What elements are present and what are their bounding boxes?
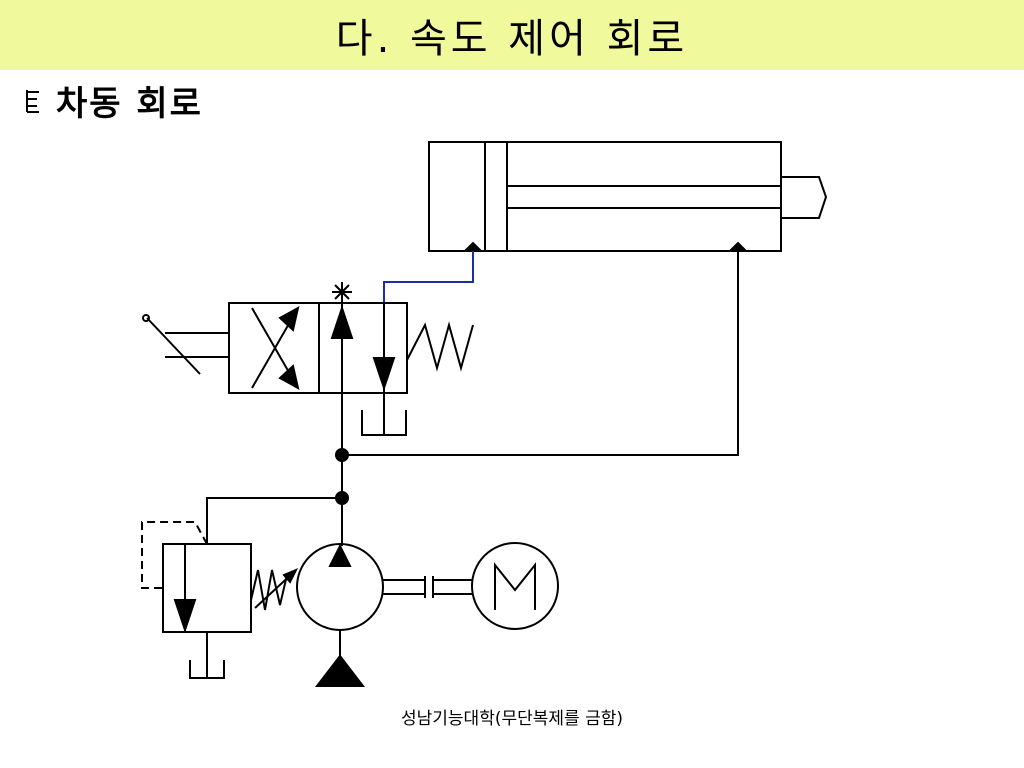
lever-actuator (142, 314, 229, 375)
electric-motor (471, 542, 559, 630)
directional-control-valve (228, 302, 408, 394)
bullet-icon (26, 89, 39, 113)
junction-dot (335, 448, 349, 462)
section-heading: 차동 회로 (24, 76, 203, 125)
title-bar: 다. 속도 제어 회로 (0, 0, 1024, 70)
port-plug-mark (332, 282, 352, 302)
pilot-line (383, 251, 474, 302)
section-heading-text: 차동 회로 (56, 84, 203, 124)
footer-copyright: 성남기능대학(무단복제를 금함) (401, 709, 623, 729)
relief-valve (141, 521, 299, 679)
cylinder-port-b (728, 241, 748, 251)
shaft-coupling (383, 576, 473, 598)
hydraulic-pump (296, 543, 384, 687)
junction-dot (335, 491, 349, 505)
hydraulic-cylinder (428, 141, 828, 252)
reservoir-triangle (314, 654, 366, 687)
valve-spring (406, 321, 474, 372)
cylinder-port-a (463, 241, 483, 251)
page-title: 다. 속도 제어 회로 (335, 16, 689, 62)
